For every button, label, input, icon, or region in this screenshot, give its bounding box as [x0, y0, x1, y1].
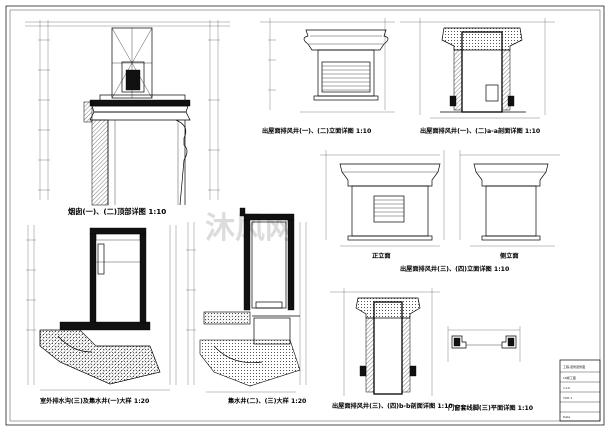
- caption-drain-ditch: 室外排水沟(三)及集水井(一)大样 1:20: [40, 397, 150, 405]
- title-block: 工程-装修装修图 LN施工图 1:10 YOH-1 Date: [559, 359, 601, 422]
- title-sheet-no: YOH-1: [563, 396, 572, 400]
- sheet-inner-border: [9, 9, 601, 422]
- chimney-top-detail: 烟囱(一)、(二)顶部详图 1:10: [25, 20, 230, 216]
- door-window-casing-detail: 门窗套线脚(三)平面详图 1:10: [447, 326, 534, 412]
- caption-front-elev: 正立面: [372, 252, 391, 260]
- drain-ditch-detail: 室外排水沟(三)及集水井(一)大样 1:20: [26, 225, 177, 405]
- sump-pit-detail: 集水井(二)、(三)大样 1:20: [186, 207, 307, 405]
- caption-door-window: 门窗套线脚(三)平面详图 1:10: [448, 404, 534, 412]
- caption-sump-pit: 集水井(二)、(三)大样 1:20: [227, 397, 307, 405]
- caption-chimney-top: 烟囱(一)、(二)顶部详图 1:10: [68, 207, 166, 216]
- vent-elevation-1-2: 出屋面排风井(一)、(二)立面详图 1:10: [260, 18, 395, 135]
- title-scale: 1:10: [563, 386, 570, 390]
- caption-vent-elev-1-2: 出屋面排风井(一)、(二)立面详图 1:10: [262, 127, 372, 135]
- vent-section-b-b: 出屋面排风井(三)、(四)b-b剖面详图 1:10: [330, 288, 453, 410]
- caption-vent-sect-a-a: 出屋面排风井(一)、(二)a-a剖面详图 1:10: [420, 127, 541, 135]
- sheet-border: [5, 5, 605, 426]
- title-project: 工程-装修装修图: [563, 364, 585, 369]
- caption-vent-sect-b-b: 出屋面排风井(三)、(四)b-b剖面详图 1:10: [332, 402, 453, 410]
- caption-vent-elev-3-4: 出屋面排风井(三)、(四)立面详图 1:10: [400, 265, 510, 273]
- vent-section-a-a: 出屋面排风井(一)、(二)a-a剖面详图 1:10: [400, 18, 555, 135]
- caption-side-elev: 侧立面: [500, 252, 519, 260]
- vent-elevation-3-4: 正立面 侧立面 出屋面排风井(三)、(四)立面详图 1:10: [320, 150, 560, 273]
- title-date: Date: [563, 415, 570, 419]
- title-drawing: LN施工图: [563, 375, 576, 380]
